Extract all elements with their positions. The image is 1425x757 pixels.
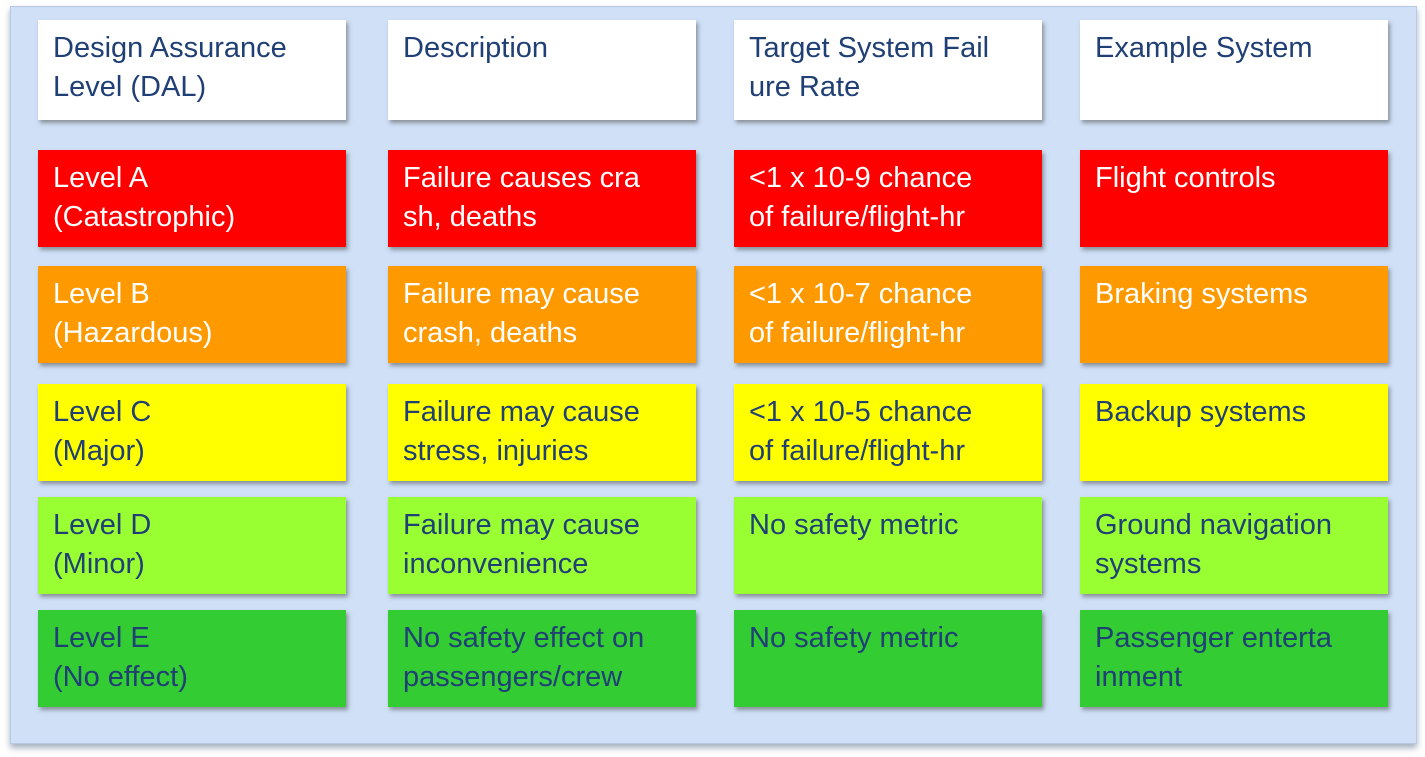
level-b-example: Braking systems — [1080, 266, 1388, 363]
level-e-rate: No safety metric — [734, 610, 1042, 707]
level-c-example: Backup systems — [1080, 384, 1388, 481]
level-b-text: Level B(Hazardous) — [53, 278, 213, 349]
level-e-cell: Level E(No effect) — [38, 610, 346, 707]
header-example-system: Example System — [1080, 20, 1388, 120]
level-a-cell: Level A(Catastrophic) — [38, 150, 346, 247]
level-c-cell: Level C(Major) — [38, 384, 346, 481]
level-e-text: Level E(No effect) — [53, 622, 188, 693]
level-a-example: Flight controls — [1080, 150, 1388, 247]
level-b-cell: Level B(Hazardous) — [38, 266, 346, 363]
level-d-cell: Level D(Minor) — [38, 497, 346, 594]
level-d-text: Level D(Minor) — [53, 509, 152, 580]
level-c-text: Level C(Major) — [53, 396, 152, 467]
header-description: Description — [388, 20, 696, 120]
level-d-rate: No safety metric — [734, 497, 1042, 594]
level-a-text: Level A(Catastrophic) — [53, 162, 236, 233]
